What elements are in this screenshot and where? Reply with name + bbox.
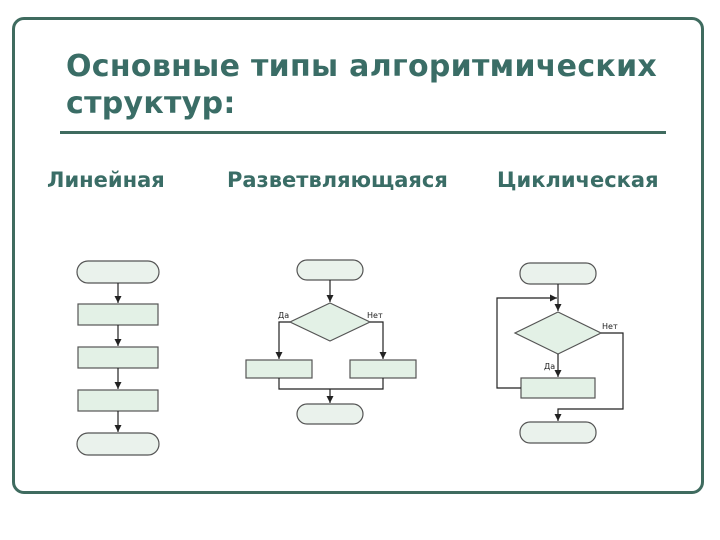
linear-process-1 — [77, 303, 159, 326]
cycle-no-label: Нет — [602, 322, 618, 331]
branch-no-line — [370, 321, 387, 359]
branch-process-no — [349, 359, 417, 379]
linear-end-terminator — [76, 432, 160, 456]
cycle-start-terminator — [519, 262, 597, 285]
label-cyclic: Циклическая — [497, 168, 659, 192]
branch-start-terminator — [296, 259, 364, 281]
linear-start-terminator — [76, 260, 160, 284]
title-underline — [60, 131, 666, 134]
branching-flowchart: Да Нет — [245, 259, 417, 425]
cycle-yes-label: Да — [544, 362, 555, 371]
cycle-decision — [513, 311, 603, 355]
linear-flowchart — [76, 260, 160, 456]
branch-yes-label: Да — [278, 311, 289, 320]
slide-title: Основные типы алгоритмических структур: — [66, 49, 658, 121]
cycle-body-process — [520, 377, 596, 399]
branch-end-terminator — [296, 403, 364, 425]
cycle-loop-back-line — [496, 294, 557, 389]
label-linear: Линейная — [47, 168, 165, 192]
branch-process-yes — [245, 359, 313, 379]
branch-decision — [288, 302, 372, 342]
label-branching: Разветвляющаяся — [227, 168, 448, 192]
cyclic-flowchart: Да Нет — [496, 262, 624, 444]
cycle-no-exit-line — [554, 332, 624, 421]
linear-process-2 — [77, 346, 159, 369]
branch-no-label: Нет — [367, 311, 383, 320]
branch-yes-line — [275, 321, 290, 359]
branch-merge-line — [278, 378, 384, 390]
linear-process-3 — [77, 389, 159, 412]
cycle-end-terminator — [519, 421, 597, 444]
